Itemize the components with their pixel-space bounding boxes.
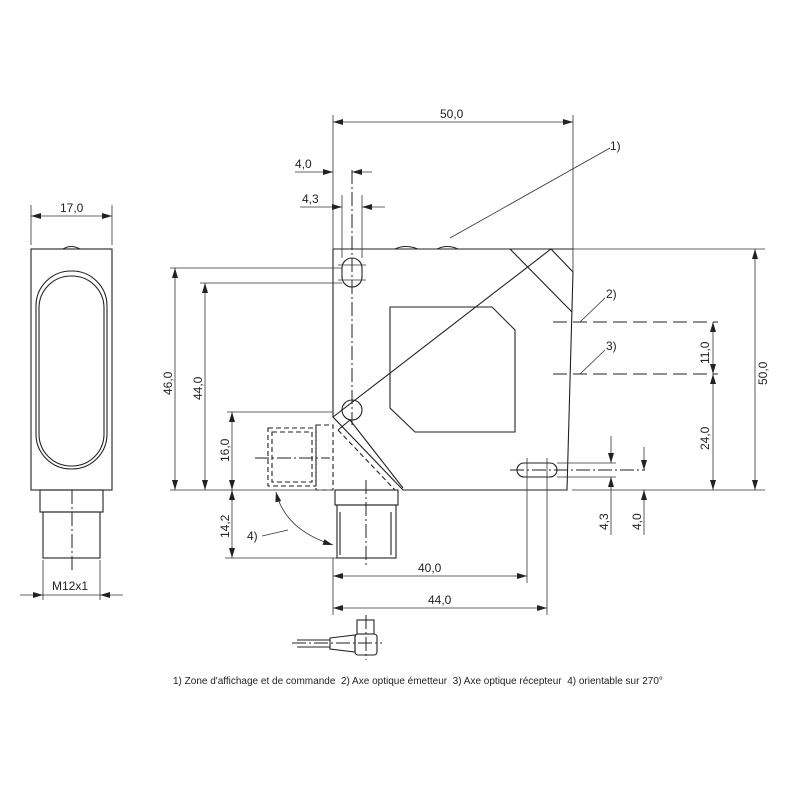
dim-axis-height: 24,0 [698, 426, 712, 450]
dim-total-height: 50,0 [756, 361, 770, 385]
dim-height-46: 46,0 [161, 371, 175, 395]
dimensions: 50,0 4,0 4,3 46,0 44,0 16,0 14,2 40,0 44… [161, 107, 770, 615]
dim-slot-h-offset: 4,0 [630, 513, 644, 530]
dim-conn-14: 14,2 [218, 514, 232, 538]
dim-conn-16: 16,0 [218, 438, 232, 462]
dim-total-width: 50,0 [440, 107, 464, 121]
dim-slot-offset: 4,0 [295, 157, 312, 171]
dim-axis-gap: 11,0 [698, 341, 712, 364]
dim-slot-width: 4,3 [302, 192, 319, 206]
legend-caption: 1) Zone d'affichage et de commande 2) Ax… [173, 676, 663, 687]
callout-1: 1) [610, 139, 621, 153]
dim-base-44: 44,0 [428, 593, 452, 607]
dim-side-width: 17,0 [60, 201, 84, 215]
dim-slot-h-width: 4,3 [597, 513, 611, 530]
display-window [389, 306, 516, 433]
dim-thread: M12x1 [52, 579, 88, 593]
callout-3: 3) [606, 339, 617, 353]
angled-cable-connector [292, 615, 382, 660]
side-view: 17,0 M12x1 [20, 201, 123, 600]
dim-height-44: 44,0 [191, 376, 205, 400]
dim-hole-40: 40,0 [418, 561, 442, 575]
front-view: 4) 2) 3) 1) [247, 139, 718, 615]
callout-4: 4) [247, 529, 258, 543]
callout-2: 2) [606, 287, 617, 301]
